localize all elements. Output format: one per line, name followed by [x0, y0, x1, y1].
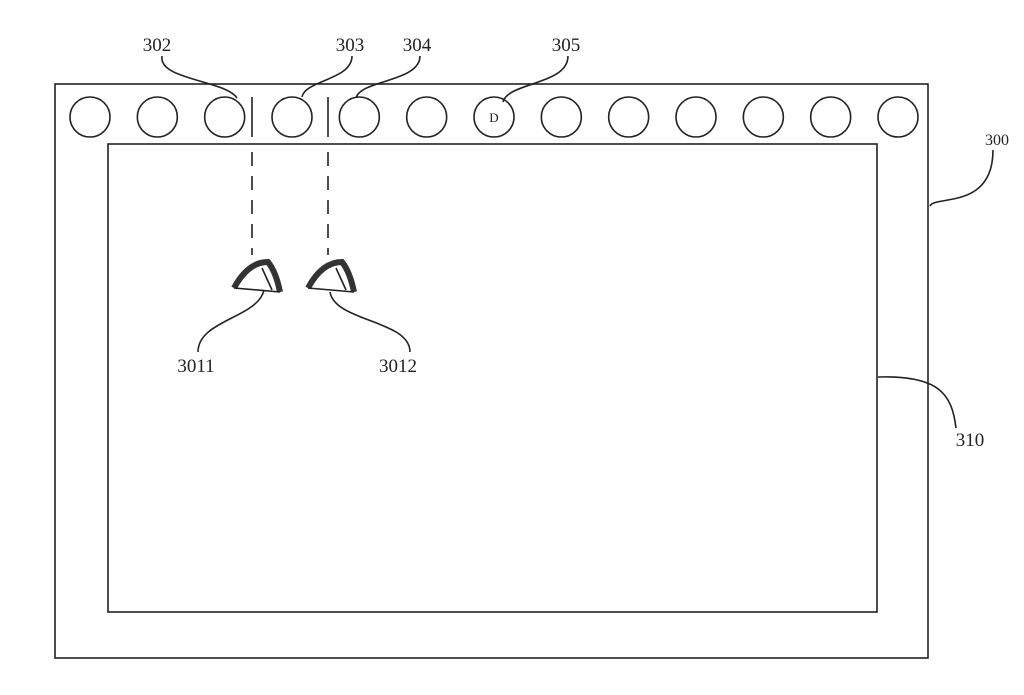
icon-circle: [675, 96, 717, 138]
icon-circle: [742, 96, 785, 138]
display-area: [107, 143, 878, 613]
icon-circle: [405, 96, 448, 138]
icon-circle: [203, 96, 246, 138]
label-302: 302: [143, 35, 172, 56]
icon-letter: D: [489, 110, 498, 125]
label-305: 305: [552, 35, 581, 56]
icon-circle: [809, 96, 852, 138]
icon-row: [69, 96, 919, 138]
icon-circle: [338, 96, 381, 138]
label-304: 304: [403, 35, 432, 56]
icon-circle: [69, 96, 111, 138]
leader-lines: [161, 55, 994, 429]
icon-circle: [607, 96, 650, 138]
label-3011: 3011: [177, 356, 214, 377]
label-303: 303: [336, 35, 365, 56]
label-300: 300: [985, 132, 1009, 149]
icon-circle: [540, 96, 583, 138]
icon-circle: [877, 96, 919, 138]
left-eye-icon: [231, 258, 283, 293]
right-eye-icon: [305, 258, 357, 293]
icon-circle: [271, 96, 313, 138]
label-3012: 3012: [379, 356, 417, 377]
label-310: 310: [956, 430, 985, 451]
icon-circle: [136, 96, 179, 138]
icon-circle: [473, 96, 515, 138]
device-frame: [54, 83, 929, 659]
